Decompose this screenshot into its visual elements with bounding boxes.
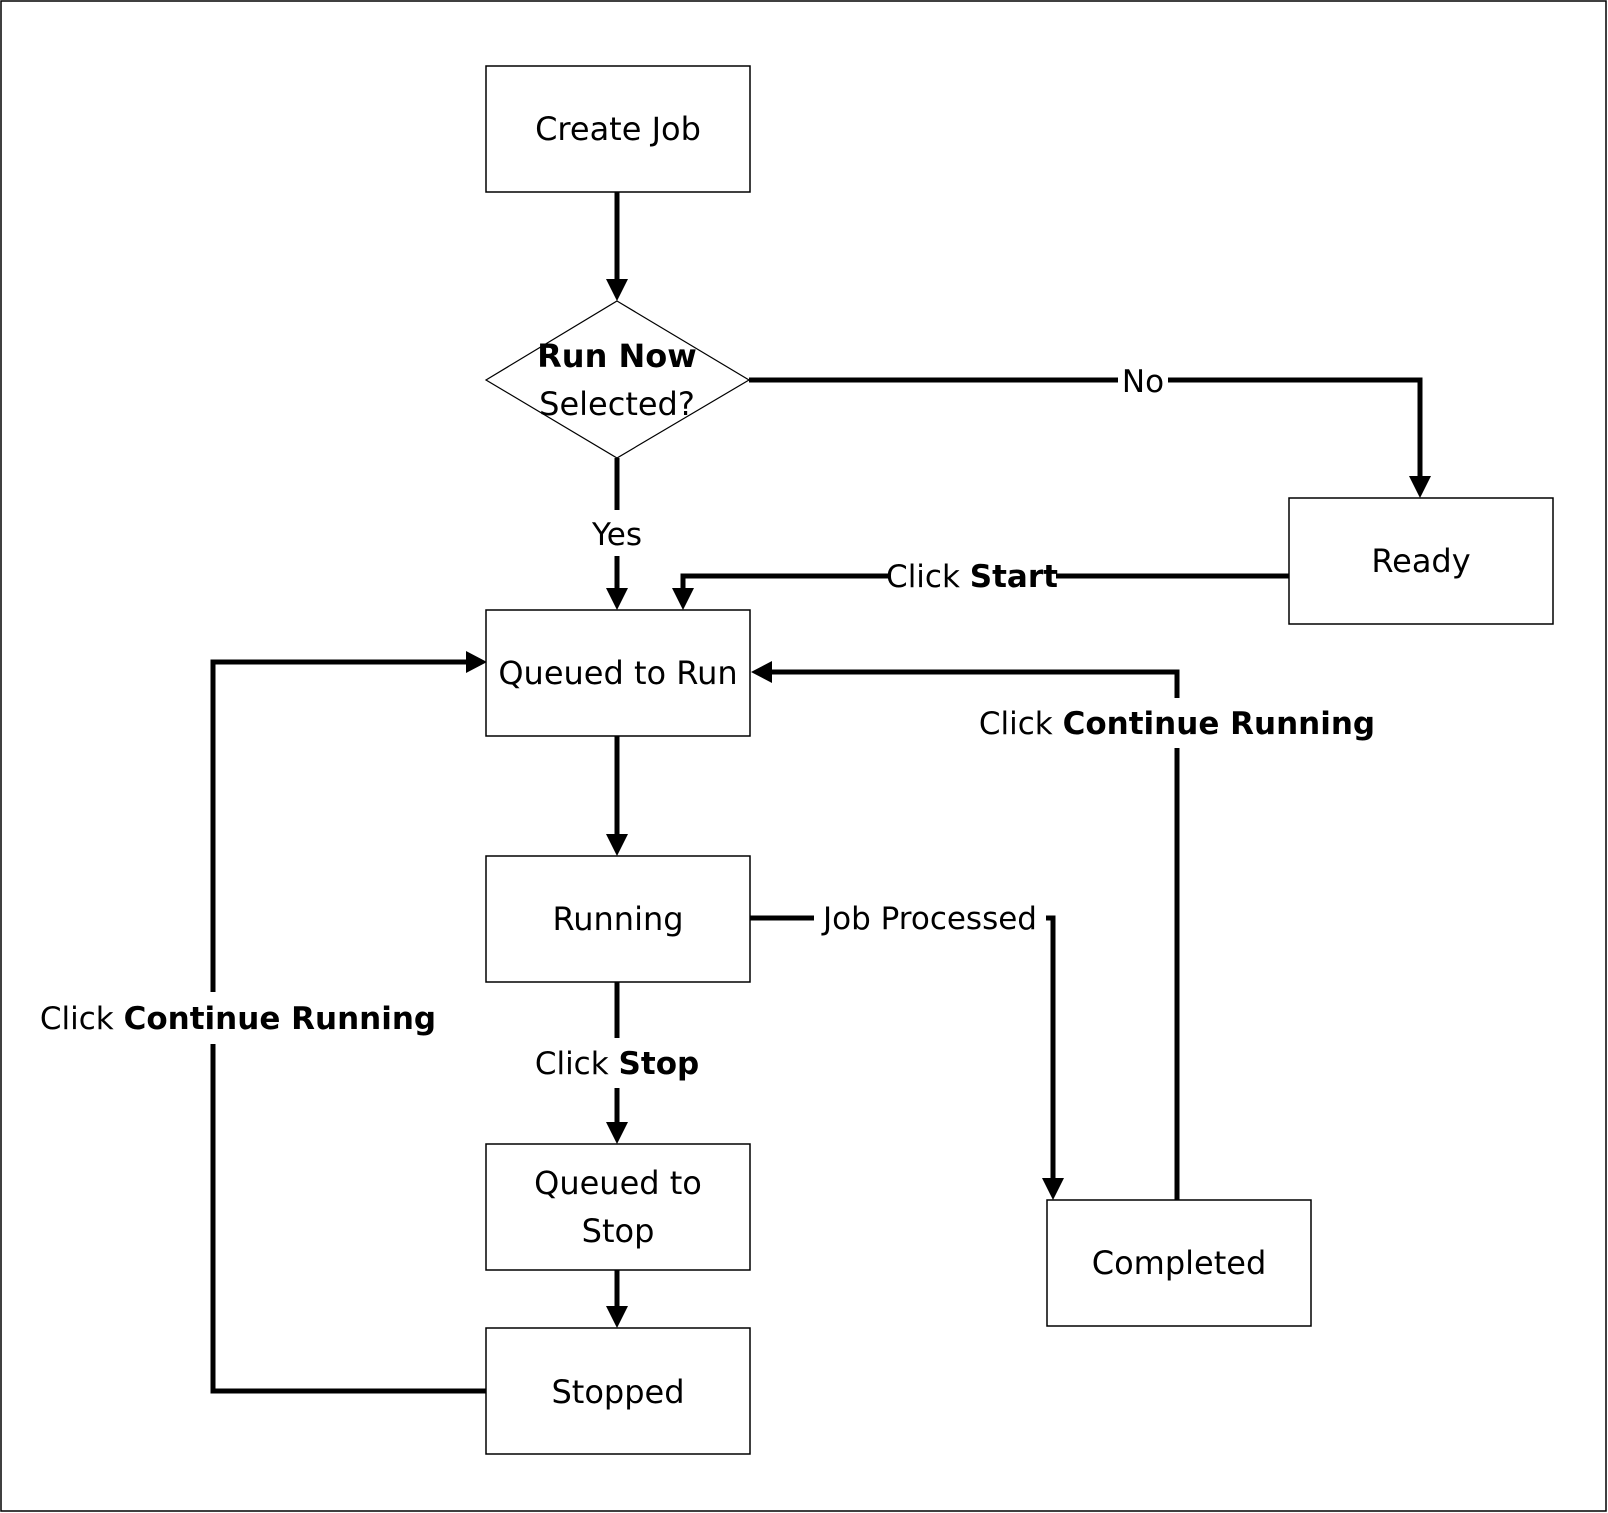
arrowhead — [466, 651, 487, 673]
decision-diamond — [484, 300, 751, 459]
node-box — [1046, 1199, 1312, 1327]
node-label: Stopped — [551, 1373, 684, 1411]
decision-label: Selected? — [539, 385, 695, 423]
edge-label-click-continue-running-right: Click Continue Running — [979, 698, 1375, 748]
label-background — [46, 992, 430, 1044]
node-label-line1: Queued to — [534, 1164, 702, 1202]
edge-label-click-continue-running-left: Click Continue Running — [40, 992, 436, 1044]
label-background — [814, 898, 1046, 940]
label-background — [1118, 360, 1168, 400]
edge-label-text: Click Stop — [535, 1046, 699, 1082]
edge-label-click-start: Click Start — [886, 556, 1058, 598]
arrowhead — [1409, 476, 1431, 498]
node-create-job[interactable]: Create Job — [485, 65, 751, 193]
arrowhead — [672, 588, 694, 610]
arrowhead — [1042, 1178, 1064, 1200]
edge-decision-to-ready — [749, 377, 1423, 478]
node-label: Create Job — [535, 110, 701, 148]
edge-label-yes: Yes — [582, 510, 652, 556]
node-box — [485, 855, 751, 983]
arrowhead — [751, 661, 772, 683]
edge-label-text: Click Continue Running — [979, 706, 1375, 742]
edge-ready-to-queued-run — [680, 573, 1289, 590]
node-label: Running — [552, 900, 683, 938]
arrowhead — [606, 834, 628, 856]
decision-label-bold: Run Now — [537, 337, 697, 375]
node-run-now-decision[interactable]: Run Now Selected? — [484, 300, 751, 459]
arrowhead — [606, 1306, 628, 1328]
node-completed[interactable]: Completed — [1046, 1199, 1312, 1327]
node-queued-to-stop[interactable]: Queued to Stop — [485, 1143, 751, 1271]
node-box — [485, 65, 751, 193]
node-label: Queued to Run — [498, 654, 737, 692]
node-label: Ready — [1371, 542, 1470, 580]
node-box — [485, 609, 751, 737]
edge-label-text: Yes — [591, 517, 642, 553]
edge-label-text: Click Start — [886, 559, 1058, 595]
node-ready[interactable]: Ready — [1288, 497, 1554, 625]
node-label: Completed — [1092, 1244, 1267, 1282]
edge-running-to-completed — [749, 915, 1056, 1180]
node-queued-to-run[interactable]: Queued to Run — [485, 609, 751, 737]
edge-label-text: Click Continue Running — [40, 1001, 436, 1037]
edge-label-text: No — [1122, 364, 1164, 400]
label-background — [582, 510, 652, 556]
edge-label-text: Job Processed — [821, 901, 1037, 937]
edge-completed-to-queued-run — [770, 669, 1180, 1200]
edge-label-no: No — [1118, 360, 1168, 400]
node-box — [485, 1143, 751, 1271]
node-box — [1288, 497, 1554, 625]
node-label-line2: Stop — [582, 1212, 655, 1250]
label-background — [888, 556, 1056, 598]
edge-label-job-processed: Job Processed — [814, 898, 1046, 940]
label-background — [537, 1038, 697, 1088]
arrowhead — [606, 588, 628, 610]
node-stopped[interactable]: Stopped — [485, 1327, 751, 1455]
arrowhead — [606, 1122, 628, 1144]
node-running[interactable]: Running — [485, 855, 751, 983]
label-background — [986, 698, 1368, 748]
arrowhead — [606, 279, 628, 301]
edge-label-click-stop: Click Stop — [535, 1038, 699, 1088]
node-box — [485, 1327, 751, 1455]
